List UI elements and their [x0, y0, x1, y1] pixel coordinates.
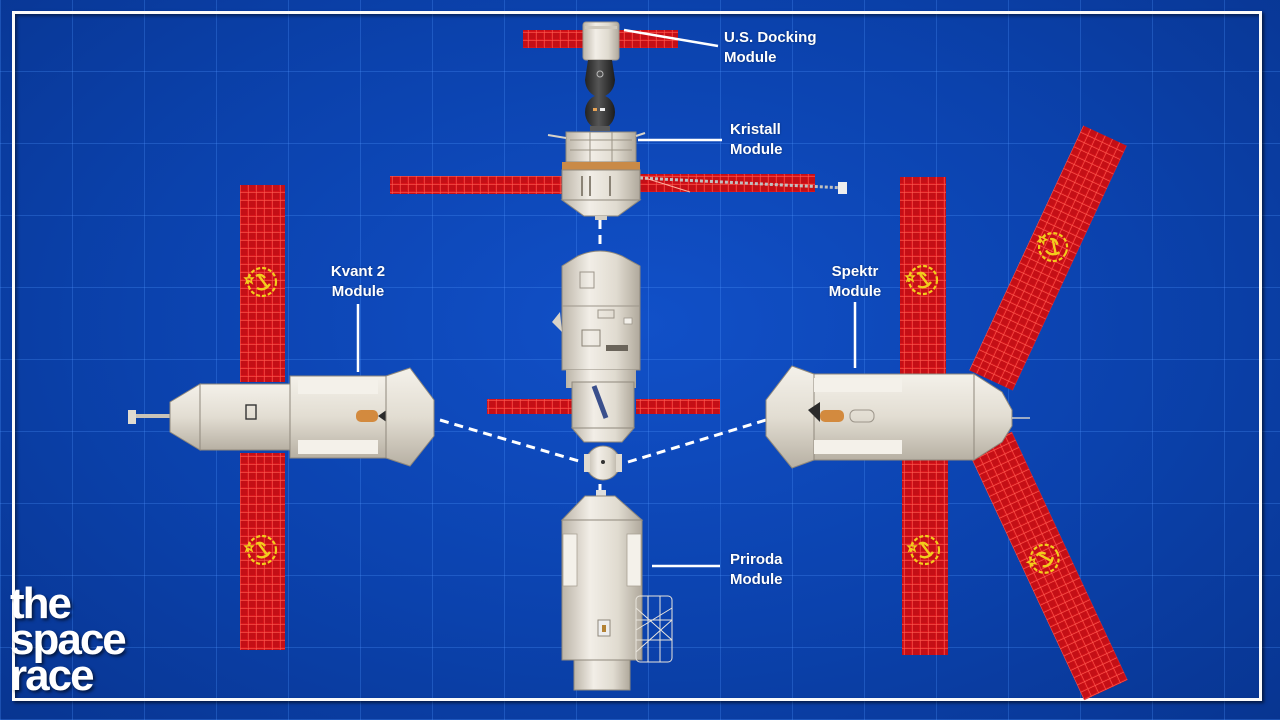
white-frame-border: [12, 11, 1262, 701]
label-us-docking-line1: U.S. Docking: [724, 29, 817, 46]
soyuz-spacecraft: [585, 60, 615, 131]
the-space-race-logo: the space race: [10, 579, 127, 700]
label-spektr-module: Spektr Module: [815, 262, 895, 302]
kvant2-module: [128, 185, 435, 650]
priroda-module: [560, 490, 673, 691]
label-leader-lines: [356, 28, 857, 568]
label-spektr-line1: Spektr: [831, 263, 879, 280]
logo-line-the: the: [10, 579, 72, 628]
label-kristall-line1: Kristall: [730, 121, 781, 138]
logo-line-race: race: [10, 651, 95, 700]
label-kvant2-line1: Kvant 2: [330, 263, 386, 280]
label-kvant2-module: Kvant 2 Module: [318, 262, 398, 302]
kristall-module: [390, 131, 847, 220]
core-module: [487, 250, 720, 443]
us-docking-module: [523, 21, 678, 61]
label-kristall-module: Kristall Module: [730, 120, 783, 160]
docking-node: [584, 445, 622, 481]
label-kvant2-line2: Module: [331, 283, 385, 300]
label-priroda-line1: Priroda: [730, 551, 783, 568]
label-priroda-line2: Module: [730, 571, 783, 588]
label-us-docking-line2: Module: [724, 49, 777, 66]
spektr-module: [765, 125, 1128, 701]
label-spektr-line2: Module: [828, 283, 882, 300]
label-kristall-line2: Module: [730, 141, 783, 158]
logo-line-space: space: [10, 615, 127, 664]
label-us-docking-module: U.S. Docking Module: [724, 28, 817, 68]
label-priroda-module: Priroda Module: [730, 550, 783, 590]
